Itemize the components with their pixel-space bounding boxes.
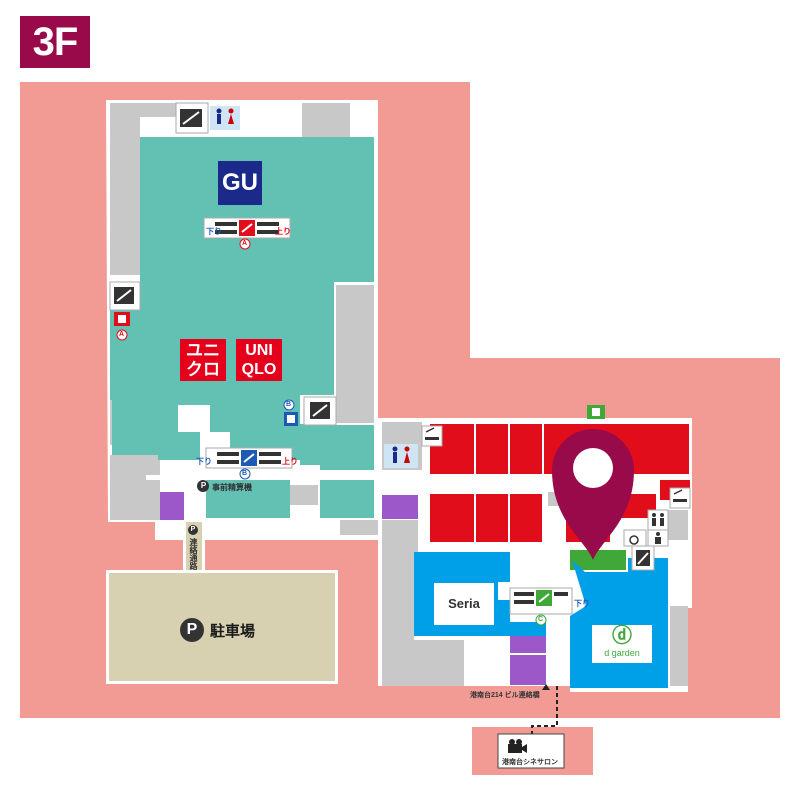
dgarden-logo: ⓓ d garden bbox=[592, 625, 652, 663]
marker-a-left-circle bbox=[116, 329, 128, 341]
green-store bbox=[570, 550, 626, 570]
cinema-icon bbox=[508, 739, 527, 753]
seria-logo: Seria bbox=[434, 583, 494, 625]
service-block-bottom-left bbox=[110, 455, 160, 520]
exit-icon-left-a bbox=[114, 312, 130, 326]
walkway-label: 連絡通路 bbox=[189, 538, 198, 570]
red-store-2 bbox=[476, 424, 508, 474]
red-store-7 bbox=[510, 494, 542, 542]
walkway-p: P bbox=[190, 526, 196, 533]
smoking-icon-right bbox=[421, 425, 443, 447]
escalator-c-down-label: 下り bbox=[574, 599, 590, 608]
escalator-b-up-label: 上り bbox=[282, 457, 298, 466]
parking-lot-icon bbox=[180, 618, 204, 642]
purple-store-left bbox=[160, 492, 184, 520]
service-block-mid-left bbox=[146, 455, 160, 475]
escalator-c-icon bbox=[509, 587, 573, 615]
parking-lot-area bbox=[109, 573, 335, 681]
bridge-label: 港南台214 ビル連絡橋 bbox=[470, 692, 540, 699]
escalator-b-icon bbox=[205, 447, 293, 469]
marker-b-bottom-circle bbox=[239, 468, 251, 480]
marker-b-bottom-label: B bbox=[242, 470, 248, 477]
gu-store-area bbox=[140, 137, 374, 282]
elevator-icon-left bbox=[109, 281, 141, 311]
marker-b-label: B bbox=[286, 401, 292, 408]
escalator-a-up-label: 上り bbox=[275, 227, 291, 236]
elevator-icon-top bbox=[175, 102, 209, 134]
grey-block-bottom bbox=[290, 485, 304, 505]
service-block-right-left bbox=[382, 520, 464, 686]
marker-c-label: C bbox=[538, 616, 544, 623]
marker-a-circle bbox=[239, 238, 251, 250]
uniqlo-kana-logo: ユニ クロ bbox=[180, 339, 226, 381]
floor-badge: 3F bbox=[20, 16, 90, 68]
dgarden-store-area bbox=[570, 558, 668, 688]
pin-marker-icon bbox=[552, 429, 634, 560]
uniqlo-latin-line-2: QLO bbox=[241, 361, 277, 378]
bottom-mid-grey bbox=[340, 520, 378, 535]
dgarden-name: d garden bbox=[604, 648, 640, 658]
restroom-icon-top bbox=[210, 106, 240, 130]
service-block-right bbox=[336, 285, 374, 423]
red-store-5 bbox=[430, 494, 474, 542]
cinema-label: 港南台シネサロン bbox=[502, 759, 558, 766]
service-block-top-right bbox=[302, 103, 350, 139]
service-block-right-top bbox=[382, 422, 422, 442]
dgarden-mark-icon: ⓓ bbox=[612, 625, 632, 647]
elevator-icon-right-building bbox=[631, 545, 655, 571]
bridge-dashed-path bbox=[531, 686, 558, 740]
uniqlo-kana-line-2: クロ bbox=[186, 360, 220, 379]
escalator-a-icon bbox=[203, 217, 291, 239]
escalator-b-down-label: 下り bbox=[196, 457, 212, 466]
service-block-right-edge-2 bbox=[670, 606, 688, 686]
teal-bottom-strip-2 bbox=[320, 480, 374, 518]
uniqlo-latin-logo: UNI QLO bbox=[236, 339, 282, 381]
grey-block-bottom-2 bbox=[304, 485, 318, 505]
exit-icon-top bbox=[587, 405, 605, 419]
parking-lot-label: 駐車場 bbox=[210, 623, 256, 640]
parking-office-icon bbox=[197, 480, 209, 492]
baby-room-icon bbox=[647, 529, 669, 547]
restroom-icon-right bbox=[384, 444, 418, 468]
exit-icon-b bbox=[284, 412, 298, 426]
red-store-3 bbox=[510, 424, 542, 474]
uniqlo-kana-line-1: ユニ bbox=[186, 341, 220, 360]
bridge-arrow-icon bbox=[542, 684, 550, 690]
uniqlo-corridor-block bbox=[300, 424, 374, 470]
parking-office-label: 事前精算機 bbox=[212, 483, 252, 492]
uniqlo-latin-line-1: UNI bbox=[245, 342, 273, 359]
parking-office-p: P bbox=[200, 481, 207, 490]
walkway-parking-icon bbox=[188, 525, 198, 535]
marker-a-left-label: A bbox=[119, 331, 125, 338]
teal-bottom-strip-1 bbox=[206, 480, 290, 518]
gu-logo: GU bbox=[218, 161, 262, 205]
family-restroom-icon bbox=[647, 509, 669, 531]
teal-left-strip bbox=[112, 400, 158, 455]
service-block-top-left bbox=[110, 103, 176, 275]
elevator-icon-right bbox=[303, 396, 337, 426]
red-store-6 bbox=[476, 494, 508, 542]
smoking-icon-far-right bbox=[669, 487, 691, 509]
marker-a-label: A bbox=[242, 240, 248, 247]
purple-store-right-3 bbox=[510, 655, 546, 685]
uniqlo-store-area bbox=[110, 216, 374, 460]
marker-c-circle bbox=[535, 614, 547, 626]
marker-b-circle bbox=[283, 399, 295, 411]
escalator-a-down-label: 下り bbox=[206, 227, 222, 236]
wheelchair-icon bbox=[623, 529, 647, 547]
parking-lot-p: P bbox=[186, 621, 198, 638]
purple-store-right-1 bbox=[382, 495, 418, 519]
